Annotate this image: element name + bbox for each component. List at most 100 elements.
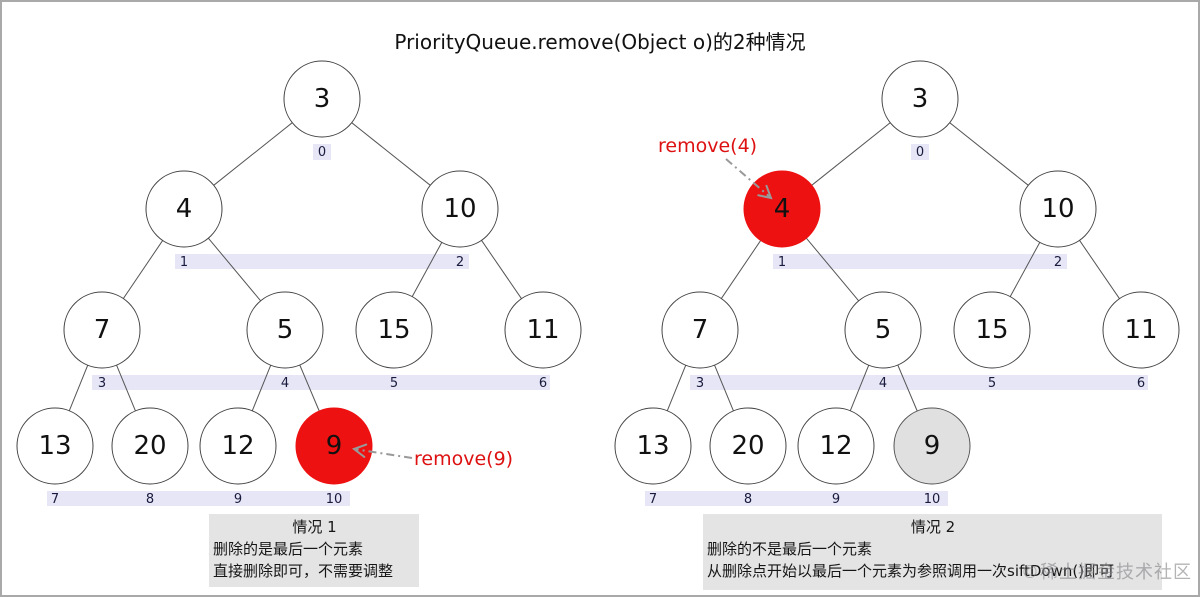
node-value: 9 [924, 431, 941, 461]
index-bar [773, 254, 1067, 269]
tree-edge [1079, 240, 1120, 299]
index-label: 7 [649, 492, 657, 507]
tree-edge [805, 237, 860, 302]
index-label: 10 [924, 492, 941, 507]
tree-edge [897, 364, 918, 412]
node-value: 13 [38, 431, 71, 461]
caption-case1-line1: 删除的是最后一个元素 [213, 540, 364, 558]
tree-node [355, 291, 433, 369]
tree-node [709, 407, 787, 485]
tree-node [111, 407, 189, 485]
tree-edge [411, 242, 443, 297]
node-value: 4 [774, 194, 791, 224]
tree-node [295, 407, 373, 485]
watermark: ©稀土掘金技术社区 [1021, 562, 1192, 583]
tree-node [63, 291, 141, 369]
tree-node [881, 60, 959, 138]
tree-node [893, 407, 971, 485]
tree-edge [116, 364, 136, 412]
index-bar [92, 375, 550, 390]
node-value: 4 [176, 194, 193, 224]
node-value: 3 [912, 84, 929, 114]
tree-node [246, 291, 324, 369]
index-label: 2 [1054, 255, 1062, 270]
tree-node [614, 407, 692, 485]
tree-edge [849, 365, 870, 411]
node-value: 7 [692, 315, 709, 345]
caption-case2-line1: 删除的不是最后一个元素 [707, 540, 873, 558]
tree-node [504, 291, 582, 369]
caption-case2: 情况 2 删除的不是最后一个元素 从删除点开始以最后一个元素为参照调用一次sif… [703, 514, 1162, 590]
node-value: 20 [731, 431, 764, 461]
node-value: 5 [875, 315, 892, 345]
index-label: 8 [744, 492, 752, 507]
tree-edge [68, 365, 89, 411]
remove-arrow-head [351, 443, 368, 458]
tree-node [283, 60, 361, 138]
tree-edge [481, 240, 522, 299]
tree-node [199, 407, 277, 485]
tree-node [661, 291, 739, 369]
index-label: 1 [180, 255, 188, 270]
index-bar [690, 375, 1148, 390]
index-label: 0 [916, 145, 924, 160]
index-label: 6 [1137, 376, 1145, 391]
remove-arrow-head [757, 184, 773, 200]
tree-edge [720, 240, 762, 299]
remove-arrow-line [725, 158, 772, 199]
node-value: 13 [636, 431, 669, 461]
tree-edge [666, 365, 687, 411]
tree-edge [949, 122, 1029, 186]
index-label: 4 [879, 376, 887, 391]
index-label: 9 [234, 492, 242, 507]
node-value: 7 [94, 315, 111, 345]
index-label: 2 [456, 255, 464, 270]
node-value: 9 [326, 431, 343, 461]
tree-node [953, 291, 1031, 369]
tree-node [421, 170, 499, 248]
index-label: 10 [326, 492, 343, 507]
index-bar [313, 144, 331, 160]
tree-edge [299, 364, 320, 412]
index-label: 0 [318, 145, 326, 160]
tree-edge [207, 237, 262, 302]
index-label: 1 [778, 255, 786, 270]
node-value: 10 [443, 194, 476, 224]
node-value: 5 [277, 315, 294, 345]
tree-node [1019, 170, 1097, 248]
node-value: 12 [221, 431, 254, 461]
node-value: 12 [819, 431, 852, 461]
node-value: 3 [314, 84, 331, 114]
index-bar [645, 491, 948, 506]
remove-arrow-line [353, 448, 413, 459]
caption-case1-title: 情况 1 [292, 518, 337, 536]
index-label: 8 [146, 492, 154, 507]
diagram-title: PriorityQueue.remove(Object o)的2种情况 [394, 30, 806, 54]
node-value: 10 [1041, 194, 1074, 224]
remove-annotation-case1: remove(9) [414, 448, 514, 470]
tree-node [145, 170, 223, 248]
index-bar [911, 144, 929, 160]
index-label: 3 [696, 376, 704, 391]
index-label: 4 [281, 376, 289, 391]
tree-node [16, 407, 94, 485]
tree-node [1102, 291, 1180, 369]
node-value: 11 [526, 315, 559, 345]
index-bar [175, 254, 469, 269]
index-label: 3 [98, 376, 106, 391]
tree-edge [351, 122, 431, 186]
index-label: 5 [390, 376, 398, 391]
index-label: 7 [51, 492, 59, 507]
tree-edge [122, 240, 164, 299]
tree-edge [213, 122, 293, 186]
tree-edge [811, 122, 891, 186]
node-value: 20 [133, 431, 166, 461]
tree-node [797, 407, 875, 485]
node-value: 15 [975, 315, 1008, 345]
tree-edge [714, 364, 734, 412]
remove-annotation-case2: remove(4) [658, 135, 758, 157]
caption-case1: 情况 1 删除的是最后一个元素 直接删除即可，不需要调整 [209, 514, 419, 587]
index-label: 6 [539, 376, 547, 391]
